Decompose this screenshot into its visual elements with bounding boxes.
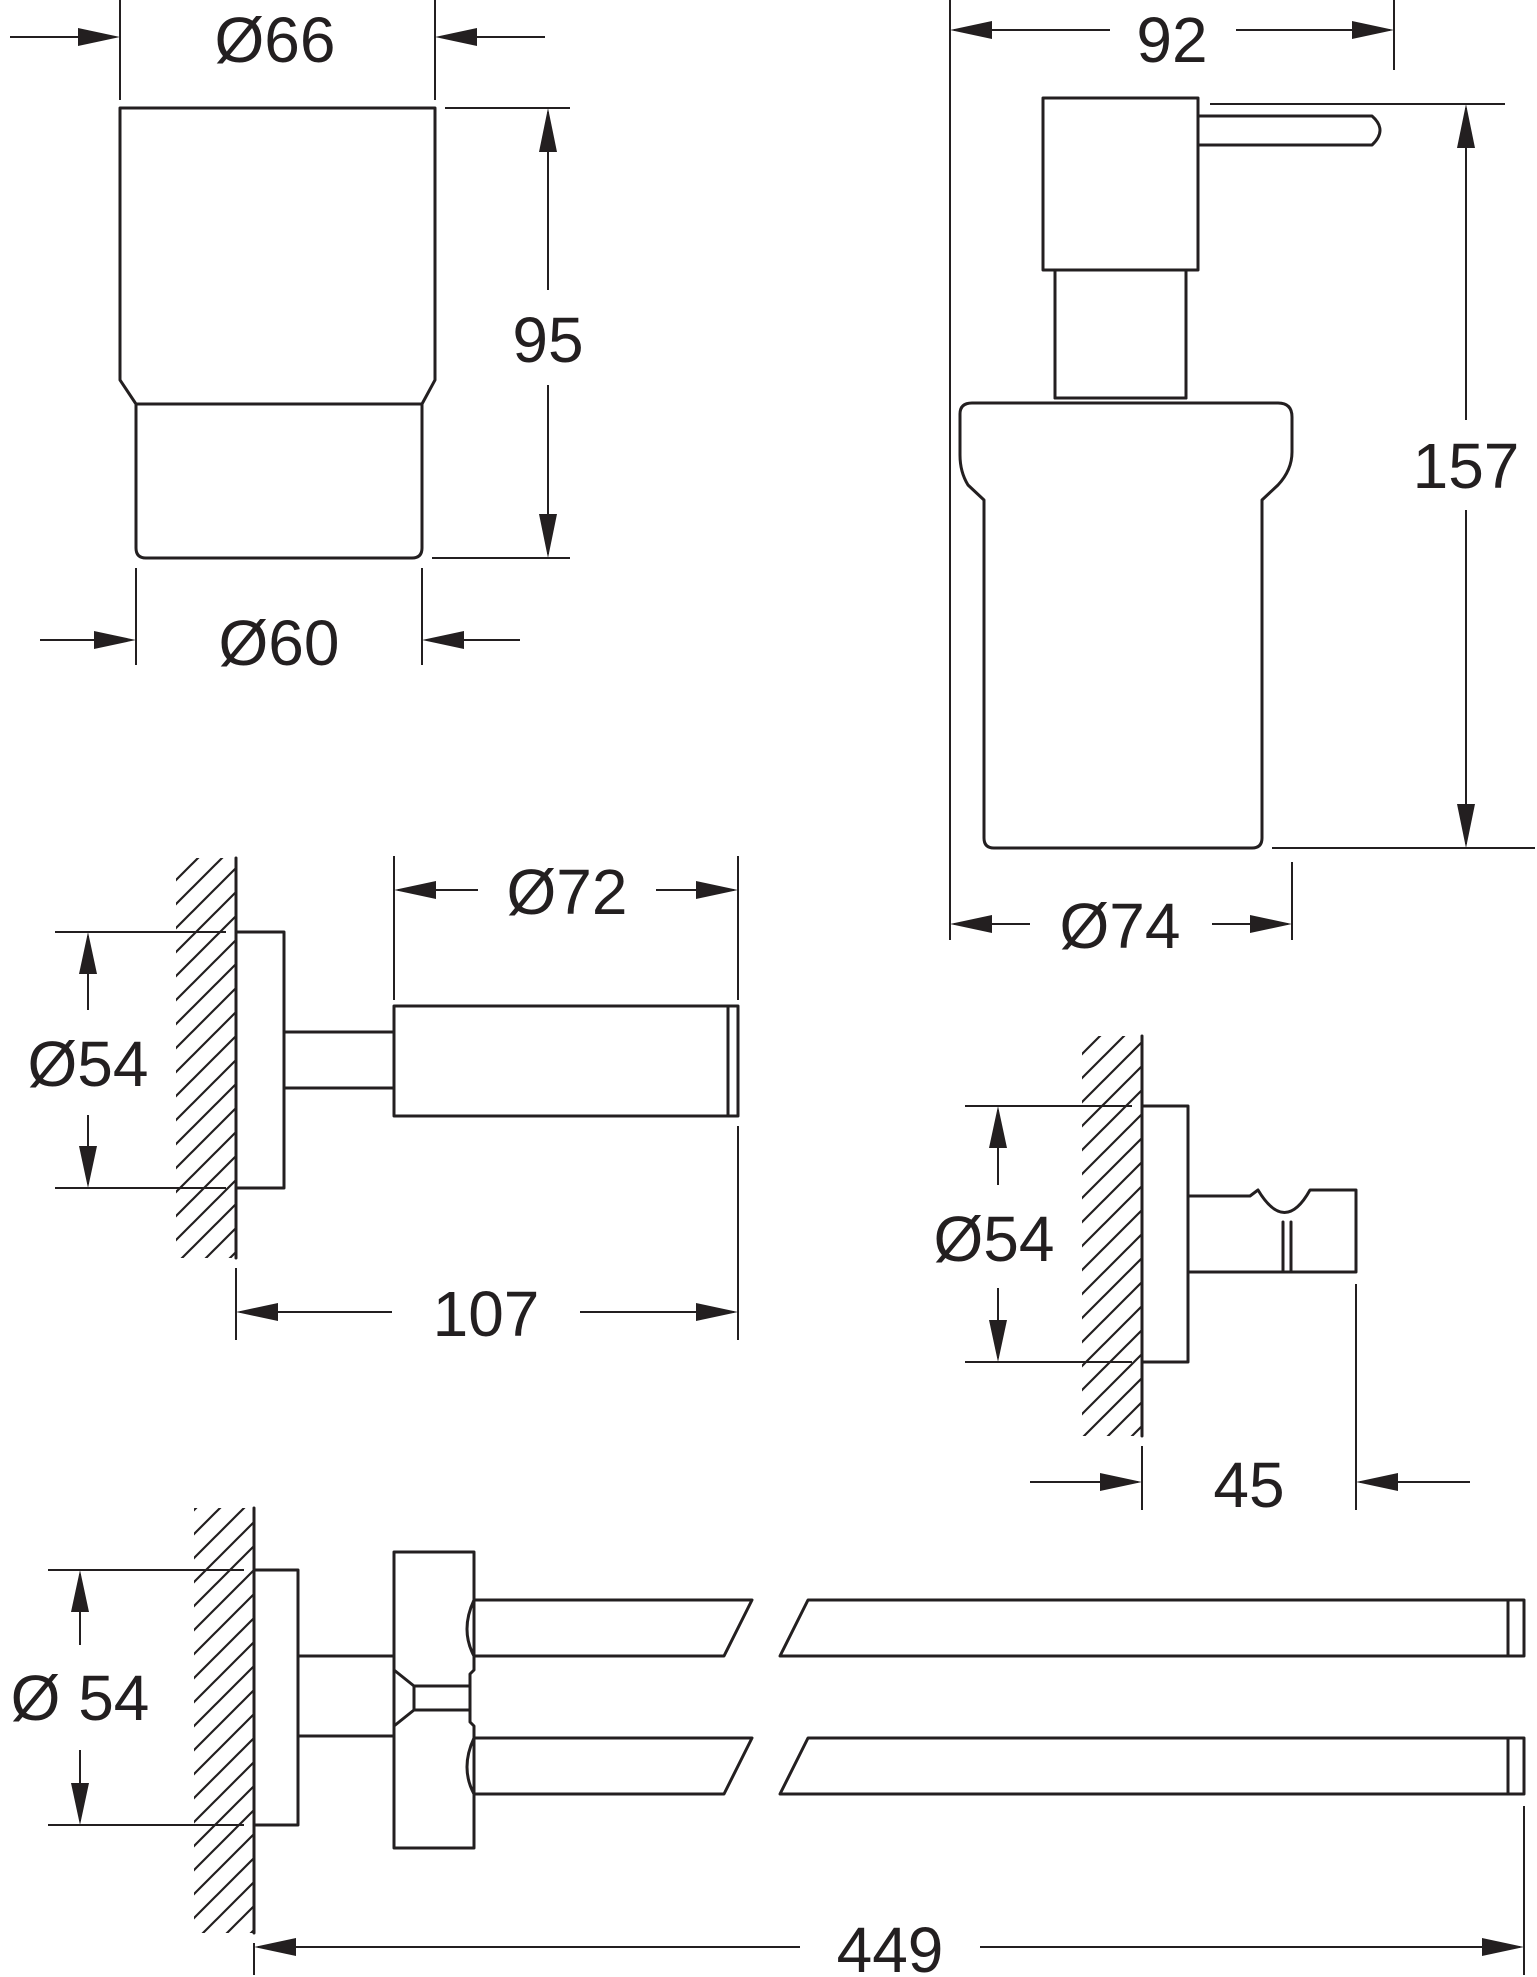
dispenser-height-label: 157 — [1413, 430, 1520, 502]
dispenser-bottle — [958, 401, 1294, 850]
dispenser-pump-head — [1041, 96, 1200, 272]
robe-hook-drawing: Ø54 45 — [934, 1034, 1470, 1521]
towelbar-upper-rod-left — [465, 1598, 754, 1658]
holder-wall-hatch — [176, 858, 236, 1258]
towelbar-arm — [296, 1654, 396, 1738]
dispenser-nozzle — [1196, 114, 1382, 147]
hook-rosette-diameter-label: Ø54 — [934, 1203, 1055, 1275]
tumbler-outline — [118, 106, 437, 560]
soap-dispenser-drawing: 92 157 Ø74 — [949, 0, 1535, 962]
dispenser-diameter-label: Ø74 — [1060, 890, 1181, 962]
holder-projection-label: 107 — [433, 1278, 540, 1350]
glass-holder-drawing: Ø72 Ø54 107 — [28, 856, 740, 1350]
hook-wall-hatch — [1082, 1036, 1142, 1436]
holder-cup-ring — [392, 1004, 740, 1118]
holder-rosette — [234, 930, 286, 1190]
hook-rosette — [1140, 1104, 1190, 1364]
holder-arm — [282, 1030, 396, 1090]
towel-bar-drawing: Ø 54 449 — [11, 1506, 1526, 1977]
towelbar-swivel-block — [392, 1550, 476, 1850]
tumbler-bottom-diameter-label: Ø60 — [219, 607, 340, 679]
towelbar-upper-rod-right — [778, 1598, 1526, 1658]
tumbler-drawing: Ø66 95 Ø60 — [10, 0, 584, 679]
towelbar-lower-rod-left — [465, 1736, 754, 1796]
towelbar-rosette — [252, 1568, 300, 1827]
tumbler-top-diameter-label: Ø66 — [215, 4, 336, 76]
holder-rosette-diameter-label: Ø54 — [28, 1028, 149, 1100]
towelbar-wall-hatch — [194, 1508, 254, 1933]
towelbar-lower-rod-right — [778, 1736, 1526, 1796]
hook-body — [1186, 1188, 1358, 1274]
dispenser-width-label: 92 — [1136, 4, 1207, 76]
dispenser-pump-stem — [1053, 268, 1188, 400]
tumbler-height-label: 95 — [512, 304, 583, 376]
holder-cup-diameter-label: Ø72 — [507, 856, 628, 928]
hook-projection-label: 45 — [1213, 1449, 1284, 1521]
towelbar-rosette-diameter-label: Ø 54 — [11, 1662, 150, 1734]
towelbar-length-label: 449 — [837, 1914, 944, 1977]
